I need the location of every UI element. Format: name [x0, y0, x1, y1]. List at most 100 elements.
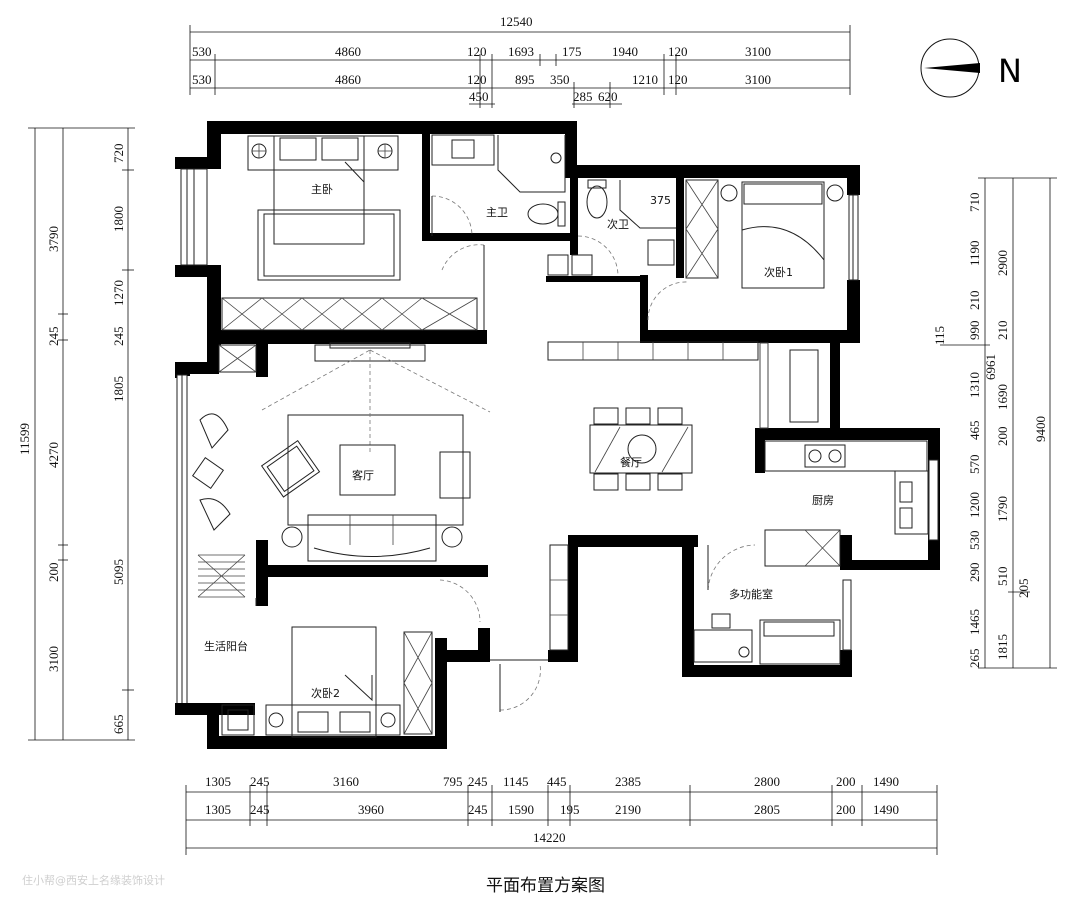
multi-room-furniture	[693, 544, 841, 665]
dim-label: 530	[192, 44, 212, 59]
dim-label: 990	[967, 321, 982, 341]
dim-label: 2900	[995, 250, 1010, 276]
north-arrow-icon: N	[920, 38, 1022, 98]
dim-label: 1200	[967, 492, 982, 518]
dim-label: 245	[468, 774, 488, 789]
dim-top-total: 12540	[500, 14, 533, 29]
dim-label: 2805	[754, 802, 780, 817]
dim-label: 350	[550, 72, 570, 87]
room-label-bedroom2: 次卧2	[311, 686, 340, 700]
dim-label: 195	[560, 802, 580, 817]
dim-label: 720	[111, 144, 126, 164]
dim-label: 1490	[873, 774, 899, 789]
dim-label: 1690	[995, 384, 1010, 410]
dim-label: 120	[467, 44, 487, 59]
dim-label: 1465	[967, 609, 982, 635]
kitchen-fixtures	[764, 349, 929, 567]
room-label-living-room: 客厅	[352, 468, 374, 482]
drawing-title: 平面布置方案图	[486, 876, 605, 896]
dim-label: 3960	[358, 802, 384, 817]
dim-label: 620	[598, 89, 618, 104]
dim-label: 210	[967, 291, 982, 311]
living-room-furniture	[260, 342, 491, 562]
left-dimensions: 11599 3790 245 4270 200 3100 720 1800 12…	[17, 127, 135, 741]
dim-label: 1805	[111, 376, 126, 402]
bedroom2-bed	[265, 626, 401, 738]
dim-label: 530	[967, 531, 982, 551]
door-swings	[255, 244, 689, 712]
dim-label: 570	[967, 455, 982, 475]
dim-label: 1190	[967, 240, 982, 266]
dining-table	[589, 407, 693, 491]
dim-label: 710	[967, 193, 982, 213]
room-label-balcony: 生活阳台	[204, 639, 248, 653]
dim-label: 3100	[745, 44, 771, 59]
room-label-second-bath: 次卫	[607, 217, 629, 231]
room-label-kitchen: 厨房	[812, 494, 834, 507]
dim-label: 285	[573, 89, 593, 104]
dim-label: 1815	[995, 634, 1010, 660]
dim-label: 895	[515, 72, 535, 87]
dim-label: 665	[111, 715, 126, 735]
walls	[175, 121, 940, 749]
bottom-dimensions: 1305 245 3160 795 245 1145 445 2385 2800…	[185, 774, 938, 855]
master-bath-fixtures	[431, 134, 566, 237]
dim-label: 4270	[46, 442, 61, 468]
dim-label: 1693	[508, 44, 534, 59]
dim-label: 1490	[873, 802, 899, 817]
dim-label: 445	[547, 774, 567, 789]
dim-label: 1590	[508, 802, 534, 817]
dim-label: 4860	[335, 72, 361, 87]
dim-label: 210	[995, 321, 1010, 341]
dim-label: 245	[250, 802, 270, 817]
dim-label: 1940	[612, 44, 638, 59]
watermark: 住小帮@西安上名缘装饰设计	[22, 873, 165, 887]
dim-label: 1800	[111, 206, 126, 232]
dim-label: 510	[995, 567, 1010, 587]
dim-label: 245	[468, 802, 488, 817]
dim-label: 1145	[503, 774, 529, 789]
dim-label: 200	[995, 427, 1010, 447]
right-dimensions: 710 1190 210 990 115 1310 465 570 1200 5…	[932, 177, 1057, 669]
top-dimensions: 12540 530 4860 120 1693 175 1940 120 310…	[189, 14, 851, 108]
dim-label: 2800	[754, 774, 780, 789]
dim-label: 245	[250, 774, 270, 789]
dim-label: 120	[668, 44, 688, 59]
dim-left-total: 11599	[17, 423, 32, 455]
dim-label: 1270	[111, 280, 126, 306]
bedroom1-bed	[720, 181, 844, 289]
dim-label: 3160	[333, 774, 359, 789]
dim-label: 4860	[335, 44, 361, 59]
master-bed	[247, 135, 401, 281]
north-label: N	[998, 52, 1022, 90]
dim-label: 450	[469, 89, 489, 104]
dim-label: 200	[46, 563, 61, 583]
dim-label: 530	[192, 72, 212, 87]
dim-label: 1310	[967, 372, 982, 398]
dim-label: 3100	[46, 646, 61, 672]
dim-label: 290	[967, 563, 982, 583]
dim-label: 245	[111, 327, 126, 347]
dim-label: 175	[562, 44, 582, 59]
dim-label: 2385	[615, 774, 641, 789]
dim-label: 2190	[615, 802, 641, 817]
dim-label: 3100	[745, 72, 771, 87]
dim-label: 465	[967, 421, 982, 441]
room-label-bedroom1: 次卧1	[764, 265, 793, 279]
dim-label: 200	[836, 774, 856, 789]
dim-label: 5095	[111, 559, 126, 585]
dim-label: 1305	[205, 802, 231, 817]
balcony-furniture	[191, 413, 255, 736]
dim-label: 1305	[205, 774, 231, 789]
dim-label: 375	[650, 194, 671, 207]
dim-label: 120	[467, 72, 487, 87]
dim-right-total: 9400	[1033, 416, 1048, 442]
dim-label: 795	[443, 774, 463, 789]
dim-label: 115	[932, 326, 947, 345]
dim-label: 245	[46, 327, 61, 347]
room-label-master-bedroom: 主卧	[311, 183, 333, 196]
room-label-dining-room: 餐厅	[620, 455, 642, 469]
dim-label: 3790	[46, 226, 61, 252]
dim-label: 205	[1016, 579, 1031, 599]
